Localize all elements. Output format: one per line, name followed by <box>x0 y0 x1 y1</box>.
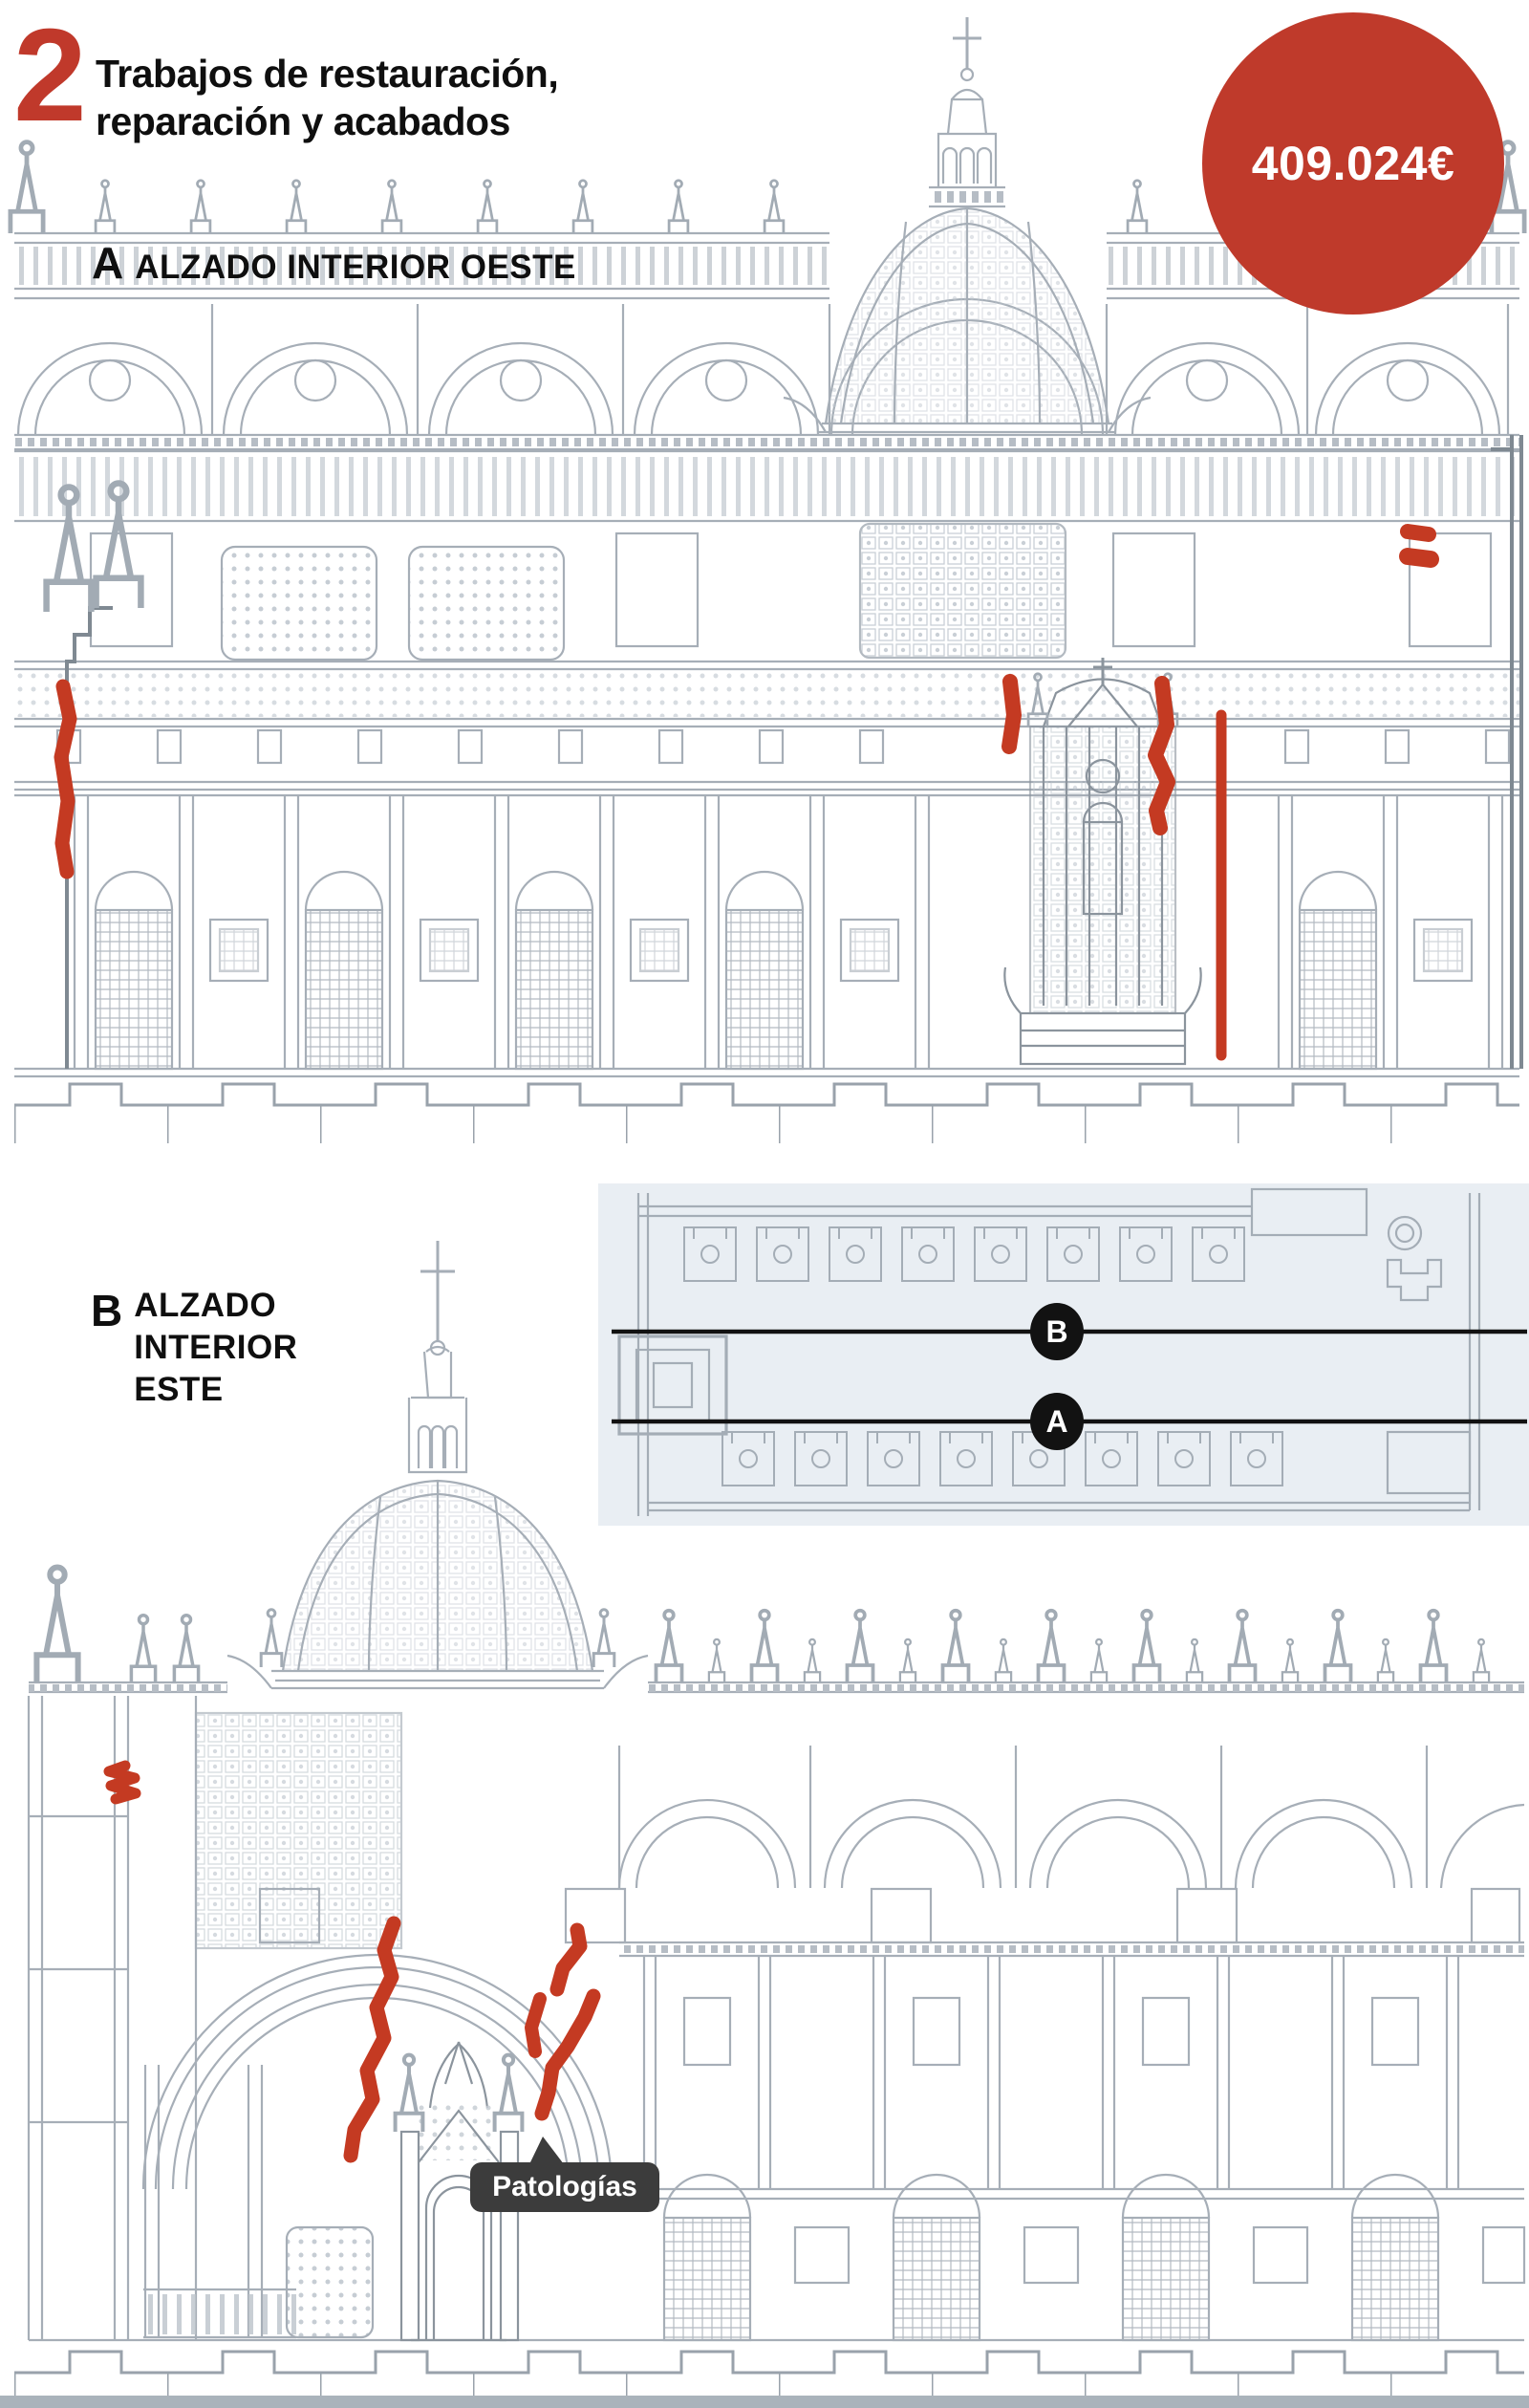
title-line-2: reparación y acabados <box>96 99 510 143</box>
pathology-badge: Patologías <box>470 2137 659 2212</box>
east-elevation-label: B ALZADO INTERIOR ESTE <box>91 1285 297 1411</box>
east-facade-linework <box>0 1568 1529 2408</box>
plan-section-lines: B A <box>612 1303 1527 1450</box>
plan-linework <box>617 1187 1481 1516</box>
title-line-1: Trabajos de restauración, <box>96 52 559 96</box>
step-number: 2 <box>13 2 87 149</box>
east-portal <box>396 2041 523 2342</box>
cost-badge: 409.024€ <box>1202 12 1504 315</box>
west-elevation-title: ALZADO INTERIOR OESTE <box>135 249 576 286</box>
west-altarpiece <box>1003 658 1202 1066</box>
west-dome <box>783 17 1152 434</box>
pathology-marks-west <box>54 524 1439 1061</box>
floor-plan-inset: B A <box>598 1183 1529 1526</box>
section-marker-b-label: B <box>1045 1314 1067 1349</box>
pathology-badge-label: Patologías <box>492 2171 637 2202</box>
west-elevation-drawing <box>0 17 1529 1143</box>
west-elevation-label: A ALZADO INTERIOR OESTE <box>92 237 576 289</box>
east-cross-finial <box>420 1241 455 1342</box>
west-elevation-letter: A <box>92 238 124 288</box>
page-title: Trabajos de restauración, reparación y a… <box>96 50 559 145</box>
east-elevation-letter: B <box>91 1286 123 1335</box>
pathology-marks-east <box>103 1760 601 2163</box>
section-marker-a: A <box>1030 1393 1084 1450</box>
section-marker-b: B <box>1030 1303 1084 1360</box>
east-elevation-title: ALZADO INTERIOR ESTE <box>134 1287 298 1408</box>
pathology-badge-pointer-icon <box>529 2137 564 2164</box>
section-marker-a-label: A <box>1045 1404 1067 1439</box>
west-facade-linework <box>11 142 1524 1143</box>
east-dome <box>226 1241 649 1690</box>
east-elevation-drawing <box>0 1241 1529 2408</box>
west-cross-finial <box>953 17 981 69</box>
